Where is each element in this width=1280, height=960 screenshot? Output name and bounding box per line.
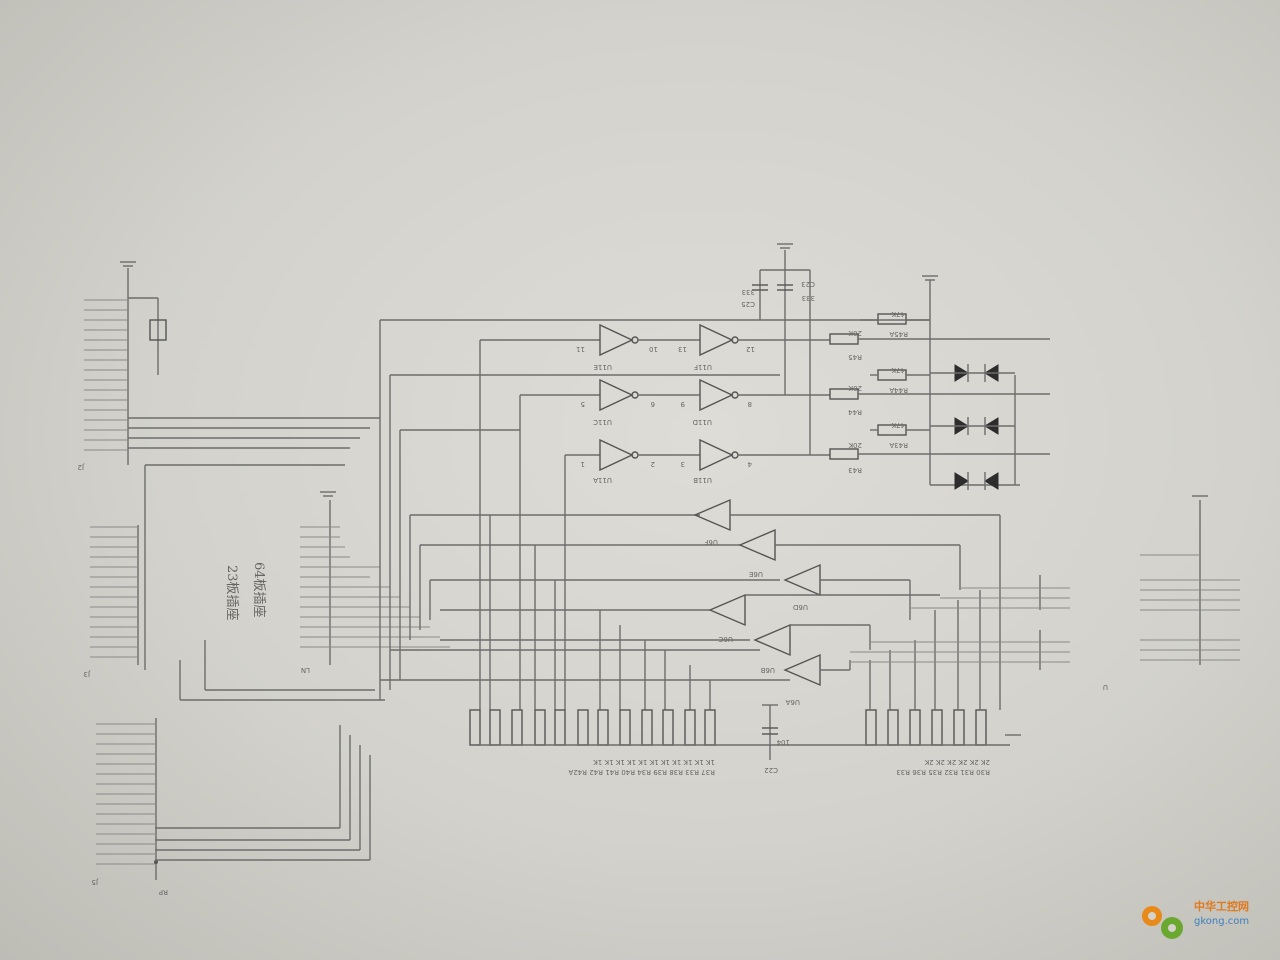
ic-label-u6d: U6D: [793, 603, 808, 611]
cap-value-c23: 333: [802, 294, 815, 302]
pin-11: 11: [576, 345, 585, 353]
misc-label-ln: LN: [301, 666, 310, 674]
resistor-array-bottom: [469, 590, 1021, 746]
resistor-value-r43: 20K: [848, 441, 862, 449]
buffer-array-u6: [693, 498, 1001, 710]
bus-wires-left: [128, 417, 385, 861]
pin-5: 5: [581, 400, 585, 408]
capacitors-top: [752, 243, 930, 455]
ic-label-u11f: U11F: [694, 363, 712, 371]
watermark-en-text: gkong.com: [1194, 916, 1250, 927]
resistor-label-r44a: R44A: [889, 386, 908, 394]
site-watermark: 中华工控网 gkong.com: [1136, 896, 1266, 946]
watermark-cn-text: 中华工控网: [1194, 900, 1249, 913]
resistor-value-r44a: 47K: [891, 366, 905, 374]
bottom-resistor-values-left: 1K 1K 1K 1K 1K 1K 1K 1K 1K 1K 1K: [593, 758, 715, 766]
pin-8: 8: [748, 400, 752, 408]
gear-logo-icon: [1142, 906, 1183, 939]
ic-label-u6a: U6A: [785, 698, 800, 706]
pin-3: 3: [681, 460, 685, 468]
inverter-array-u11: [599, 323, 830, 472]
ic-label-u6e: U6E: [749, 570, 763, 578]
ic-label-u6b: U6B: [760, 666, 775, 674]
resistor-label-r44: R44: [848, 408, 862, 416]
misc-label-rp: RP: [159, 888, 168, 896]
pin-2: 2: [651, 460, 655, 468]
ic-label-u11e: U11E: [594, 363, 612, 371]
misc-label-j5: J5: [91, 878, 99, 886]
ic-label-u6f: U6F: [704, 538, 718, 546]
pin-10: 10: [649, 345, 658, 353]
ic-label-u6c: U6C: [718, 635, 733, 643]
misc-label-u: U: [1103, 683, 1108, 691]
pin-6: 6: [650, 400, 655, 408]
resistor-label-r45a: R45A: [889, 330, 908, 338]
misc-label-j3: J3: [83, 670, 91, 678]
cap-value-c22: 104: [776, 738, 790, 746]
led-pair-1: [930, 364, 1015, 382]
capacitor-c22: [762, 704, 778, 760]
connector-right: [850, 495, 1240, 670]
led-pair-2: [930, 417, 1015, 435]
resistor-label-r43: R43: [848, 466, 862, 474]
pin-4: 4: [747, 460, 752, 468]
ic-label-u11b: U11B: [693, 476, 712, 484]
trunk-wires: [379, 319, 790, 710]
title-23-board: 23板插座: [224, 565, 239, 621]
connector-23-board: [84, 261, 167, 465]
pin-12: 12: [746, 345, 755, 353]
resistor-label-r45: R45: [848, 353, 862, 361]
cap-value-c25: 333: [742, 288, 755, 296]
resistor-value-r44: 20K: [848, 384, 862, 392]
title-64-board: 64板插座: [251, 562, 266, 618]
ic-label-u11a: U11A: [593, 476, 612, 484]
bottom-resistor-labels-left: R37 R33 R38 R39 R34 R40 R41 R42 R42A: [568, 768, 715, 776]
pin-1: 1: [581, 460, 585, 468]
connector-64-board: [300, 491, 450, 665]
resistor-label-r43a: R43A: [889, 441, 908, 449]
ic-label-u11c: U11C: [593, 418, 612, 426]
ic-label-u11d: U11D: [693, 418, 712, 426]
cap-label-c22: C22: [764, 766, 778, 774]
bottom-resistor-labels-right: R30 R31 R32 R35 R36 R33: [896, 768, 990, 776]
pin-13: 13: [678, 345, 687, 353]
resistor-value-r45a: 47K: [891, 310, 905, 318]
misc-label-j2: J2: [77, 463, 85, 471]
connector-23-lower: [90, 525, 158, 880]
output-stage: [829, 275, 1050, 490]
cap-label-c23: C23: [801, 280, 815, 288]
resistor-value-r43a: 47K: [891, 421, 905, 429]
bottom-resistor-values-right: 2K 2K 2K 2K 2K 2K: [924, 758, 990, 766]
cap-label-c25: C25: [741, 300, 755, 308]
pin-9: 9: [681, 400, 685, 408]
resistor-value-r45: 20K: [848, 329, 862, 337]
led-pair-3: [954, 472, 999, 490]
